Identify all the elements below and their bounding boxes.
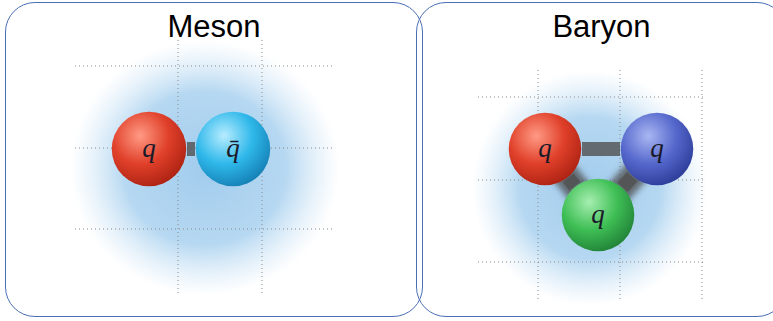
quark-sphere: q [508, 112, 582, 186]
panel-title: Meson [6, 9, 422, 45]
quark-label: q [508, 133, 582, 164]
panel-title: Baryon [417, 9, 773, 45]
quark-sphere: q [620, 112, 694, 186]
particle-panel: Baryon q q q [416, 2, 773, 317]
quark-sphere: q [111, 111, 187, 187]
quark-label: q [111, 133, 187, 164]
quark-label: q [561, 199, 635, 230]
glow-cloud [70, 40, 340, 296]
quark-sphere: q̄ [195, 111, 271, 187]
quark-label: q̄ [195, 133, 271, 164]
grid-lines [75, 40, 705, 300]
quark-label: q [620, 133, 694, 164]
particle-panel: Meson q q̄ [5, 2, 423, 317]
glow-cloud [472, 70, 708, 306]
quark-sphere: q [561, 178, 635, 252]
